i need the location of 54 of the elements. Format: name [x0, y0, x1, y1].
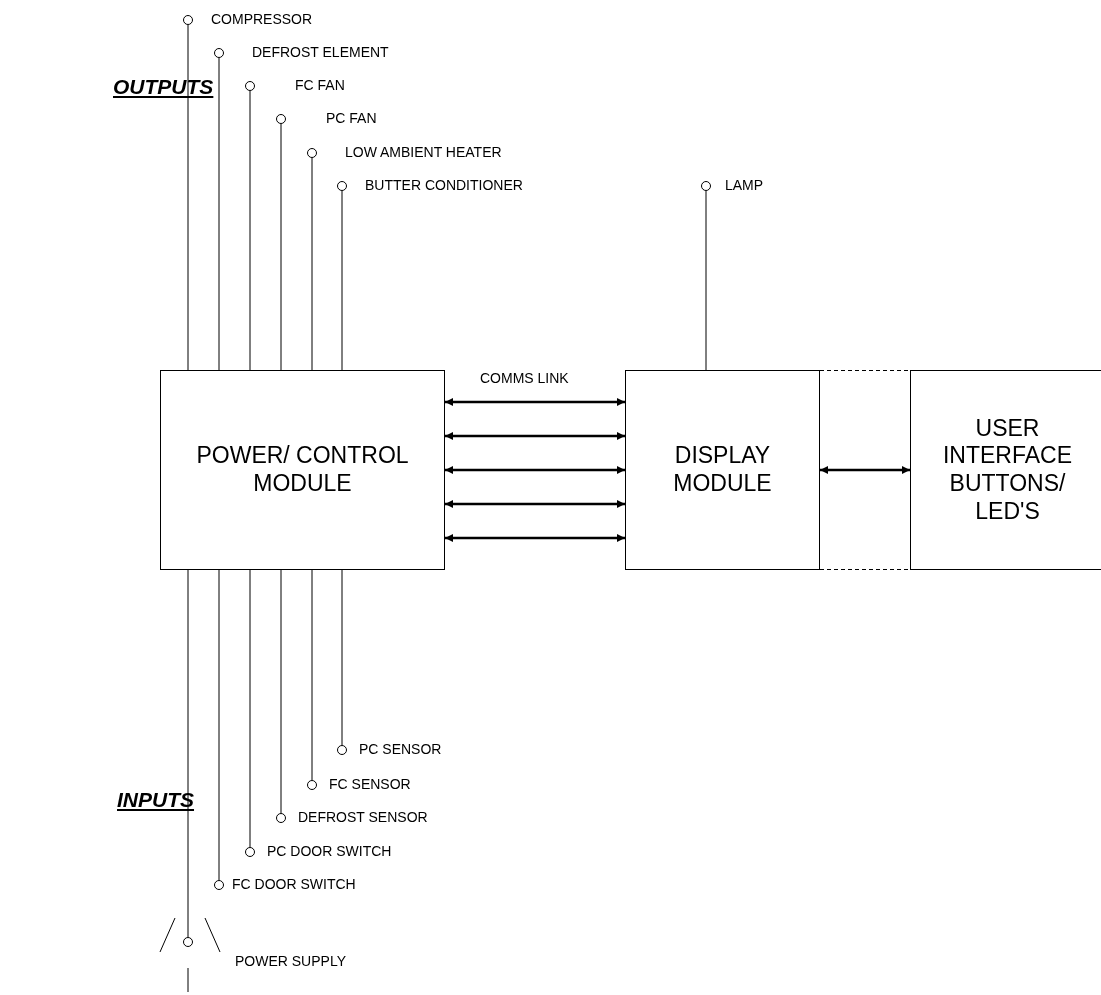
- connector-line: [218, 57, 220, 371]
- terminal-circle: [701, 181, 711, 191]
- module-label: POWER/ CONTROL MODULE: [195, 442, 410, 498]
- connector-line: [311, 569, 313, 781]
- terminal-label: DEFROST SENSOR: [298, 809, 428, 825]
- connector-line: [311, 157, 313, 371]
- module-box: [910, 370, 1101, 570]
- terminal-label: LOW AMBIENT HEATER: [345, 144, 502, 160]
- terminal-label: COMPRESSOR: [211, 11, 313, 27]
- connector-line: [705, 190, 707, 371]
- connector-line: [280, 123, 282, 371]
- terminal-circle: [214, 48, 224, 58]
- terminal-circle: [183, 937, 193, 947]
- terminal-label: FC FAN: [295, 77, 345, 93]
- terminal-circle: [245, 847, 255, 857]
- terminal-label: FC SENSOR: [329, 776, 411, 792]
- terminal-circle: [337, 745, 347, 755]
- double-arrow: [820, 466, 910, 474]
- edge-label: COMMS LINK: [480, 370, 569, 386]
- terminal-circle: [245, 81, 255, 91]
- double-arrow: [445, 432, 625, 440]
- section-heading: OUTPUTS: [113, 75, 214, 99]
- connector-line: [341, 190, 343, 371]
- terminal-label: PC DOOR SWITCH: [267, 843, 392, 859]
- terminal-circle: [276, 114, 286, 124]
- module-box: [160, 370, 445, 570]
- terminal-label: BUTTER CONDITIONER: [365, 177, 523, 193]
- terminal-label: LAMP: [725, 177, 764, 193]
- terminal-circle: [307, 780, 317, 790]
- module-box: [625, 370, 820, 570]
- terminal-label: FC DOOR SWITCH: [232, 876, 356, 892]
- terminal-label: PC SENSOR: [359, 741, 442, 757]
- terminal-label: POWER SUPPLY: [235, 953, 346, 969]
- connector-line: [218, 569, 220, 881]
- terminal-circle: [183, 15, 193, 25]
- connector-line: [280, 569, 282, 814]
- module-label: USER INTERFACE BUTTONS/ LED'S: [941, 414, 1074, 526]
- connector-line: [187, 569, 189, 938]
- double-arrow: [445, 398, 625, 406]
- terminal-label: PC FAN: [326, 110, 377, 126]
- terminal-circle: [214, 880, 224, 890]
- section-heading: INPUTS: [117, 788, 194, 812]
- double-arrow: [445, 500, 625, 508]
- double-arrow: [445, 466, 625, 474]
- connector-line: [249, 569, 251, 848]
- double-arrow: [445, 534, 625, 542]
- terminal-circle: [307, 148, 317, 158]
- terminal-circle: [276, 813, 286, 823]
- connector-line: [341, 569, 343, 746]
- terminal-circle: [337, 181, 347, 191]
- terminal-label: DEFROST ELEMENT: [252, 44, 389, 60]
- module-label: DISPLAY MODULE: [672, 442, 773, 498]
- connector-line: [249, 90, 251, 371]
- connector-line: [187, 24, 189, 371]
